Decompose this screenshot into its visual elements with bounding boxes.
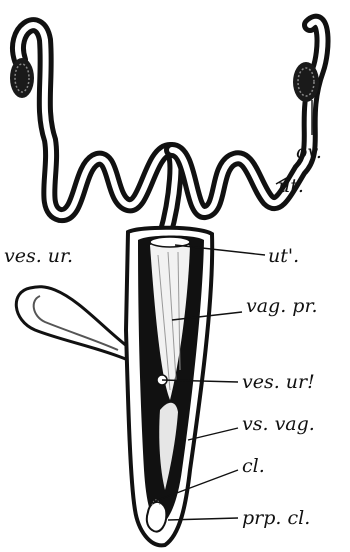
ovaries: [10, 58, 319, 102]
urinary-bladder: [16, 287, 132, 360]
label-ut: ut.: [278, 175, 304, 197]
left-uterine-horn: [18, 25, 175, 235]
label-ves-ur: ves. ur.: [4, 245, 73, 267]
vaginal-body: [126, 228, 212, 546]
label-vag-pr: vag. pr.: [246, 295, 318, 317]
label-ov: ov.: [296, 141, 322, 163]
label-prp-cl: prp. cl.: [242, 507, 310, 529]
label-cl: cl.: [242, 455, 265, 477]
uterine-horns: [18, 22, 323, 235]
label-vs-vag: vs. vag.: [242, 413, 315, 435]
label-ut-prime: ut'.: [268, 245, 299, 267]
label-ves-ur-prime: ves. ur!: [242, 371, 315, 393]
